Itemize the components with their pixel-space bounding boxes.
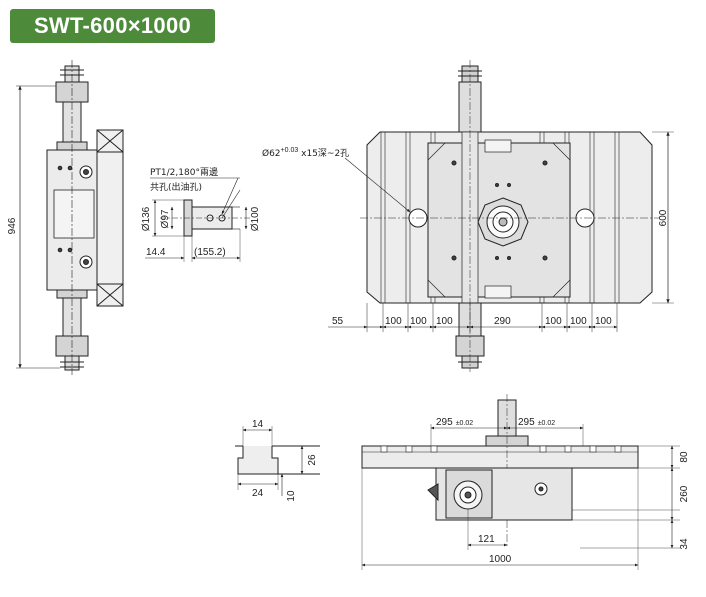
dim-260: 260 [679,485,690,502]
dim-d100: Ø100 [250,206,261,231]
dim-d136: Ø136 [141,206,152,231]
dim-100-d: 100 [545,316,562,327]
dim-d97: Ø97 [160,209,171,228]
dim-55: 55 [332,316,344,327]
dim-100-e: 100 [570,316,587,327]
dim-100-b: 100 [410,316,427,327]
side-mount-plate [96,129,124,307]
top-view [328,60,674,372]
dim-80: 80 [679,451,690,463]
dim-24: 24 [252,488,264,499]
dim-34: 34 [679,538,690,550]
dim-295-right: 295±0.02 [518,417,555,428]
dim-10: 10 [286,490,297,502]
dim-946: 946 [7,217,18,234]
page-title: SWT-600×1000 [10,9,215,43]
dim-100-c: 100 [436,316,453,327]
side-view [16,60,124,375]
oil-fitting-detail [145,177,250,262]
dim-100-a: 100 [385,316,402,327]
note-pt-line2: 共孔(出油孔) [150,181,202,193]
dim-100-f: 100 [595,316,612,327]
front-view [361,394,680,570]
t-slot-detail [235,426,320,496]
dim-26: 26 [307,454,318,466]
dim-155-2: (155.2) [194,247,226,258]
front-table [361,445,639,469]
dim-290: 290 [494,316,511,327]
note-hole: Ø62+0.03 x15深~2孔 [262,147,349,159]
dim-1000: 1000 [489,554,512,565]
dim-14-4: 14.4 [146,247,166,258]
dim-600: 600 [658,209,669,226]
dim-295-left: 295±0.02 [436,417,473,428]
dim-14: 14 [252,419,264,430]
note-pt-line1: PT1/2,180°兩邊 [150,166,218,178]
dim-121: 121 [478,534,495,545]
